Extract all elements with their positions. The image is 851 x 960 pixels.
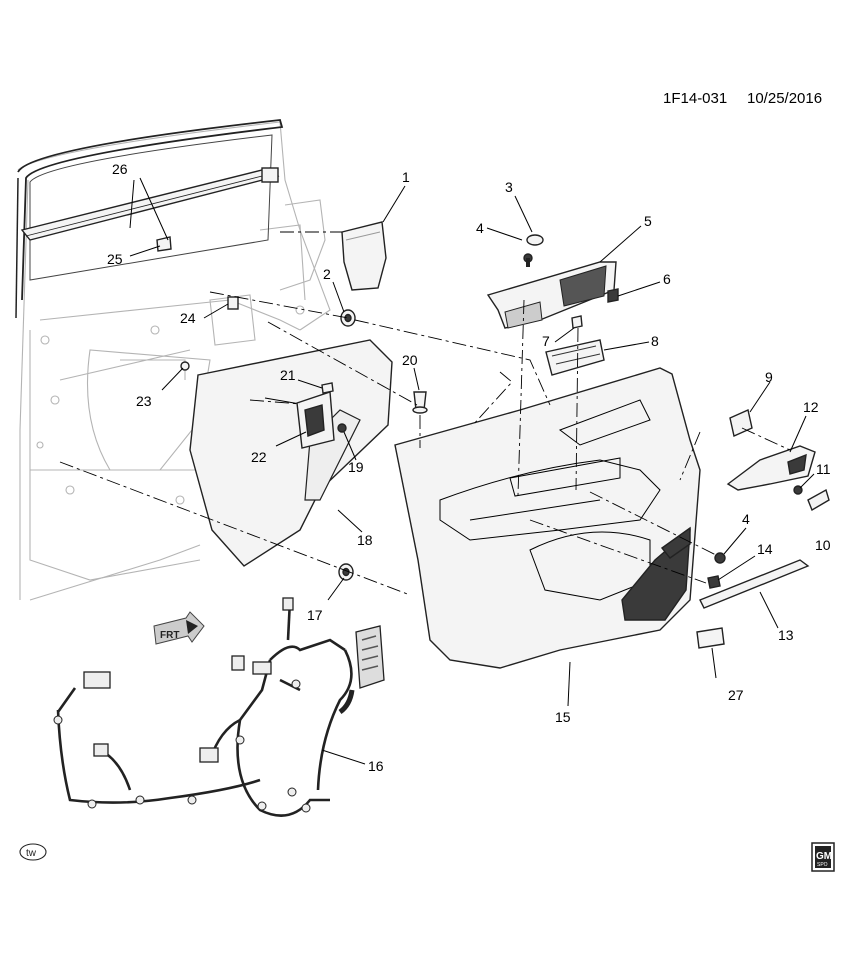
diagram-id: 1F14-031 (663, 90, 727, 107)
callout-12: 12 (803, 399, 819, 415)
lower-retainer (338, 563, 354, 581)
pull-handle-12 (726, 445, 816, 491)
door-window-frame (15, 119, 284, 319)
callout-8: 8 (651, 333, 659, 349)
label-27 (696, 627, 725, 649)
callout-3: 3 (505, 179, 513, 195)
callout-27: 27 (728, 687, 744, 703)
front-direction-label: FRT (160, 630, 179, 641)
callout-2: 2 (323, 266, 331, 282)
callout-25: 25 (107, 251, 123, 267)
callout-10: 10 (815, 537, 831, 553)
callout-26: 26 (112, 161, 128, 177)
tw-mark: tw (19, 843, 47, 861)
gm-logo: GM SPO (811, 842, 835, 872)
gm-logo-text: GM (816, 851, 832, 862)
plug-20 (412, 391, 428, 414)
push-nut-21 (321, 382, 334, 394)
screw-4-lower (714, 552, 726, 564)
callout-1: 1 (402, 169, 410, 185)
upper-clip (227, 296, 239, 310)
belt-seal-clip (156, 236, 172, 252)
clip-7 (571, 315, 583, 329)
callout-21: 21 (280, 367, 296, 383)
door-wiring-harness (53, 597, 385, 817)
callout-9: 9 (765, 369, 773, 385)
callout-23: 23 (136, 393, 152, 409)
front-direction-arrow: FRT (153, 611, 205, 645)
callout-11: 11 (816, 461, 831, 477)
handle-bezel-9 (729, 409, 753, 437)
callout-4-lower: 4 (742, 511, 750, 527)
callout-5: 5 (644, 213, 652, 229)
callout-20: 20 (402, 352, 418, 368)
pocket-trim-13 (699, 559, 810, 609)
callout-19: 19 (348, 459, 364, 475)
callout-7: 7 (542, 333, 550, 349)
belt-weatherstrip (20, 167, 280, 241)
clip-6 (607, 288, 619, 303)
alignment-lines (59, 231, 791, 596)
callout-labels: 1 2 3 4 4 5 6 7 8 9 10 11 12 13 14 15 16… (107, 161, 831, 774)
window-switch (545, 339, 605, 376)
callout-13: 13 (778, 627, 794, 643)
door-frame-structure (17, 121, 331, 601)
screw-19 (337, 423, 347, 433)
callout-4-upper: 4 (476, 220, 484, 236)
callout-17: 17 (307, 607, 323, 623)
diagram-date: 10/25/2016 (747, 90, 822, 107)
callout-24: 24 (180, 310, 196, 326)
window-switch-bezel (486, 261, 617, 329)
callout-6: 6 (663, 271, 671, 287)
gm-logo-subtext: SPO (817, 862, 828, 868)
tw-mark-text: tw (26, 848, 37, 859)
door-trim-panel (394, 367, 701, 669)
water-deflector-piece (341, 221, 387, 291)
leader-lines (129, 177, 815, 765)
screw-4-upper (523, 253, 533, 267)
callout-16: 16 (368, 758, 384, 774)
cover-10 (807, 488, 830, 512)
retainer-3 (526, 234, 544, 246)
callout-15: 15 (555, 709, 571, 725)
callout-22: 22 (251, 449, 267, 465)
door-bracket (296, 391, 335, 449)
clip-14 (707, 575, 721, 589)
push-pin-retainer (340, 309, 356, 327)
callout-18: 18 (357, 532, 373, 548)
callout-14: 14 (757, 541, 773, 557)
